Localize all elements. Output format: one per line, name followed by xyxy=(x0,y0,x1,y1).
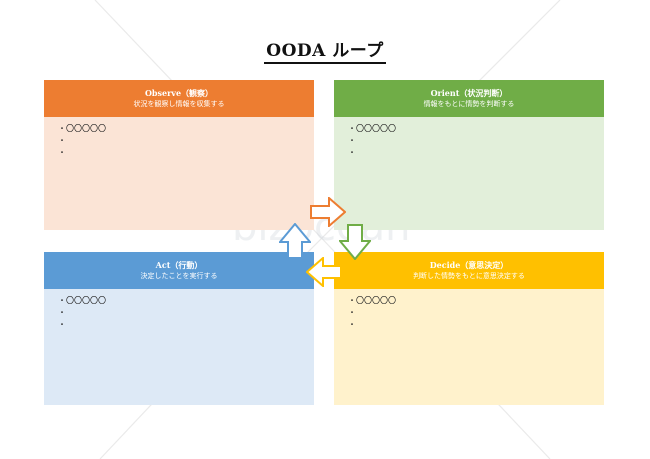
decide-subheading: 判断した情勢をもとに意思決定する xyxy=(413,272,525,280)
orient-heading: Orient（状況判断） xyxy=(430,88,508,98)
orient-body: ・〇〇〇〇〇 ・ ・ xyxy=(334,117,604,230)
list-item: ・〇〇〇〇〇 xyxy=(348,124,396,133)
act-panel: Act（行動） 決定したことを実行する ・〇〇〇〇〇 ・ ・ xyxy=(44,252,314,405)
act-subheading: 決定したことを実行する xyxy=(140,272,218,280)
observe-body: ・〇〇〇〇〇 ・ ・ xyxy=(44,117,314,230)
orient-subheading: 情報をもとに情勢を判断する xyxy=(423,100,515,108)
list-item: ・ xyxy=(348,148,356,157)
decide-heading: Decide（意思決定） xyxy=(429,260,509,270)
orient-panel: Orient（状況判断） 情報をもとに情勢を判断する ・〇〇〇〇〇 ・ ・ xyxy=(334,80,604,230)
act-body: ・〇〇〇〇〇 ・ ・ xyxy=(44,289,314,405)
page-title: OODA ループ xyxy=(0,36,650,64)
list-item: ・ xyxy=(58,320,66,329)
list-item: ・〇〇〇〇〇 xyxy=(58,296,106,305)
observe-panel: Observe（観察） 状況を観察し情報を収集する ・〇〇〇〇〇 ・ ・ xyxy=(44,80,314,230)
decide-panel: Decide（意思決定） 判断した情勢をもとに意思決定する ・〇〇〇〇〇 ・ ・ xyxy=(334,252,604,405)
arrow-down-icon xyxy=(339,224,371,260)
observe-header: Observe（観察） 状況を観察し情報を収集する xyxy=(44,80,314,117)
list-item: ・ xyxy=(348,320,356,329)
observe-heading: Observe（観察） xyxy=(144,88,214,98)
arrow-left-icon xyxy=(306,257,342,287)
arrow-up-icon xyxy=(279,223,311,259)
orient-header: Orient（状況判断） 情報をもとに情勢を判断する xyxy=(334,80,604,117)
list-item: ・ xyxy=(58,148,66,157)
list-item: ・〇〇〇〇〇 xyxy=(348,296,396,305)
list-item: ・ xyxy=(348,308,356,317)
decide-header: Decide（意思決定） 判断した情勢をもとに意思決定する xyxy=(334,252,604,289)
list-item: ・ xyxy=(348,136,356,145)
decide-body: ・〇〇〇〇〇 ・ ・ xyxy=(334,289,604,405)
list-item: ・ xyxy=(58,136,66,145)
list-item: ・〇〇〇〇〇 xyxy=(58,124,106,133)
act-header: Act（行動） 決定したことを実行する xyxy=(44,252,314,289)
arrow-right-icon xyxy=(310,197,346,227)
observe-subheading: 状況を観察し情報を収集する xyxy=(133,100,225,108)
list-item: ・ xyxy=(58,308,66,317)
act-heading: Act（行動） xyxy=(155,260,203,270)
